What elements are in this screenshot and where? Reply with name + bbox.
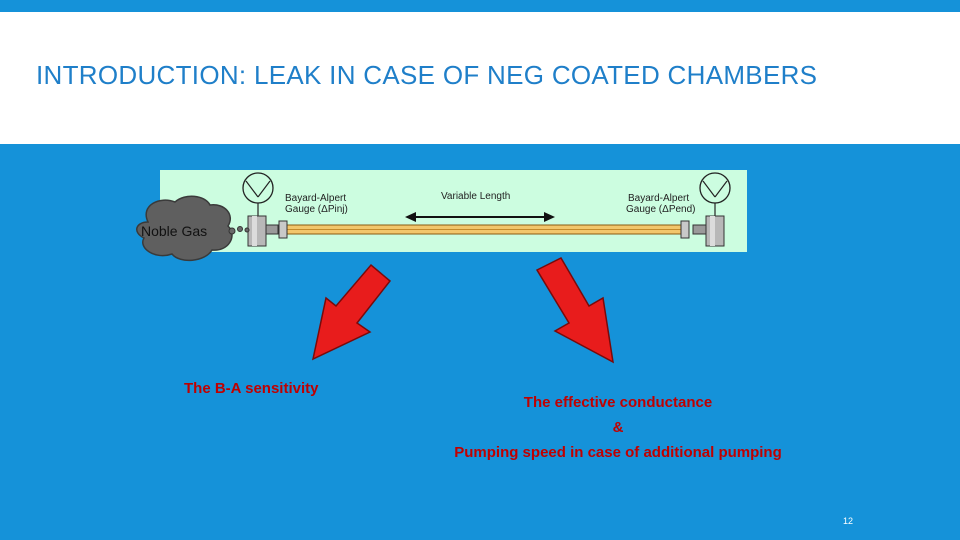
gauge-left-label-line1: Bayard-Alpert [285, 193, 347, 204]
red-arrow-left [311, 263, 392, 361]
outcome-conductance-block: The effective conductance & Pumping spee… [418, 390, 818, 465]
outcome-conductance-line1: The effective conductance [523, 394, 713, 411]
noble-gas-label: Noble Gas [141, 223, 208, 239]
slide-title: INTRODUCTION: LEAK IN CASE OF NEG COATED… [36, 60, 818, 90]
outcome-conductance-line3: Pumping speed in case of additional pump… [454, 444, 782, 461]
noble-gas-cloud [136, 195, 250, 262]
gauge-right-label-line2: Gauge (ΔPend) [626, 204, 696, 215]
variable-length-label: Variable Length [441, 191, 511, 202]
length-double-arrow [405, 212, 555, 222]
outcome-conductance-line2: & [612, 419, 624, 436]
red-arrow-right [535, 257, 614, 364]
outcome-ba-sensitivity: The B-A sensitivity [184, 380, 319, 397]
gauge-right-label-line1: Bayard-Alpert [628, 193, 690, 204]
gauge-left-label-line2: Gauge (ΔPinj) [285, 204, 348, 215]
gauge-right-icon [680, 172, 731, 247]
page-number: 12 [843, 516, 854, 526]
gauge-left-icon [242, 172, 288, 247]
title-bar [0, 12, 960, 144]
